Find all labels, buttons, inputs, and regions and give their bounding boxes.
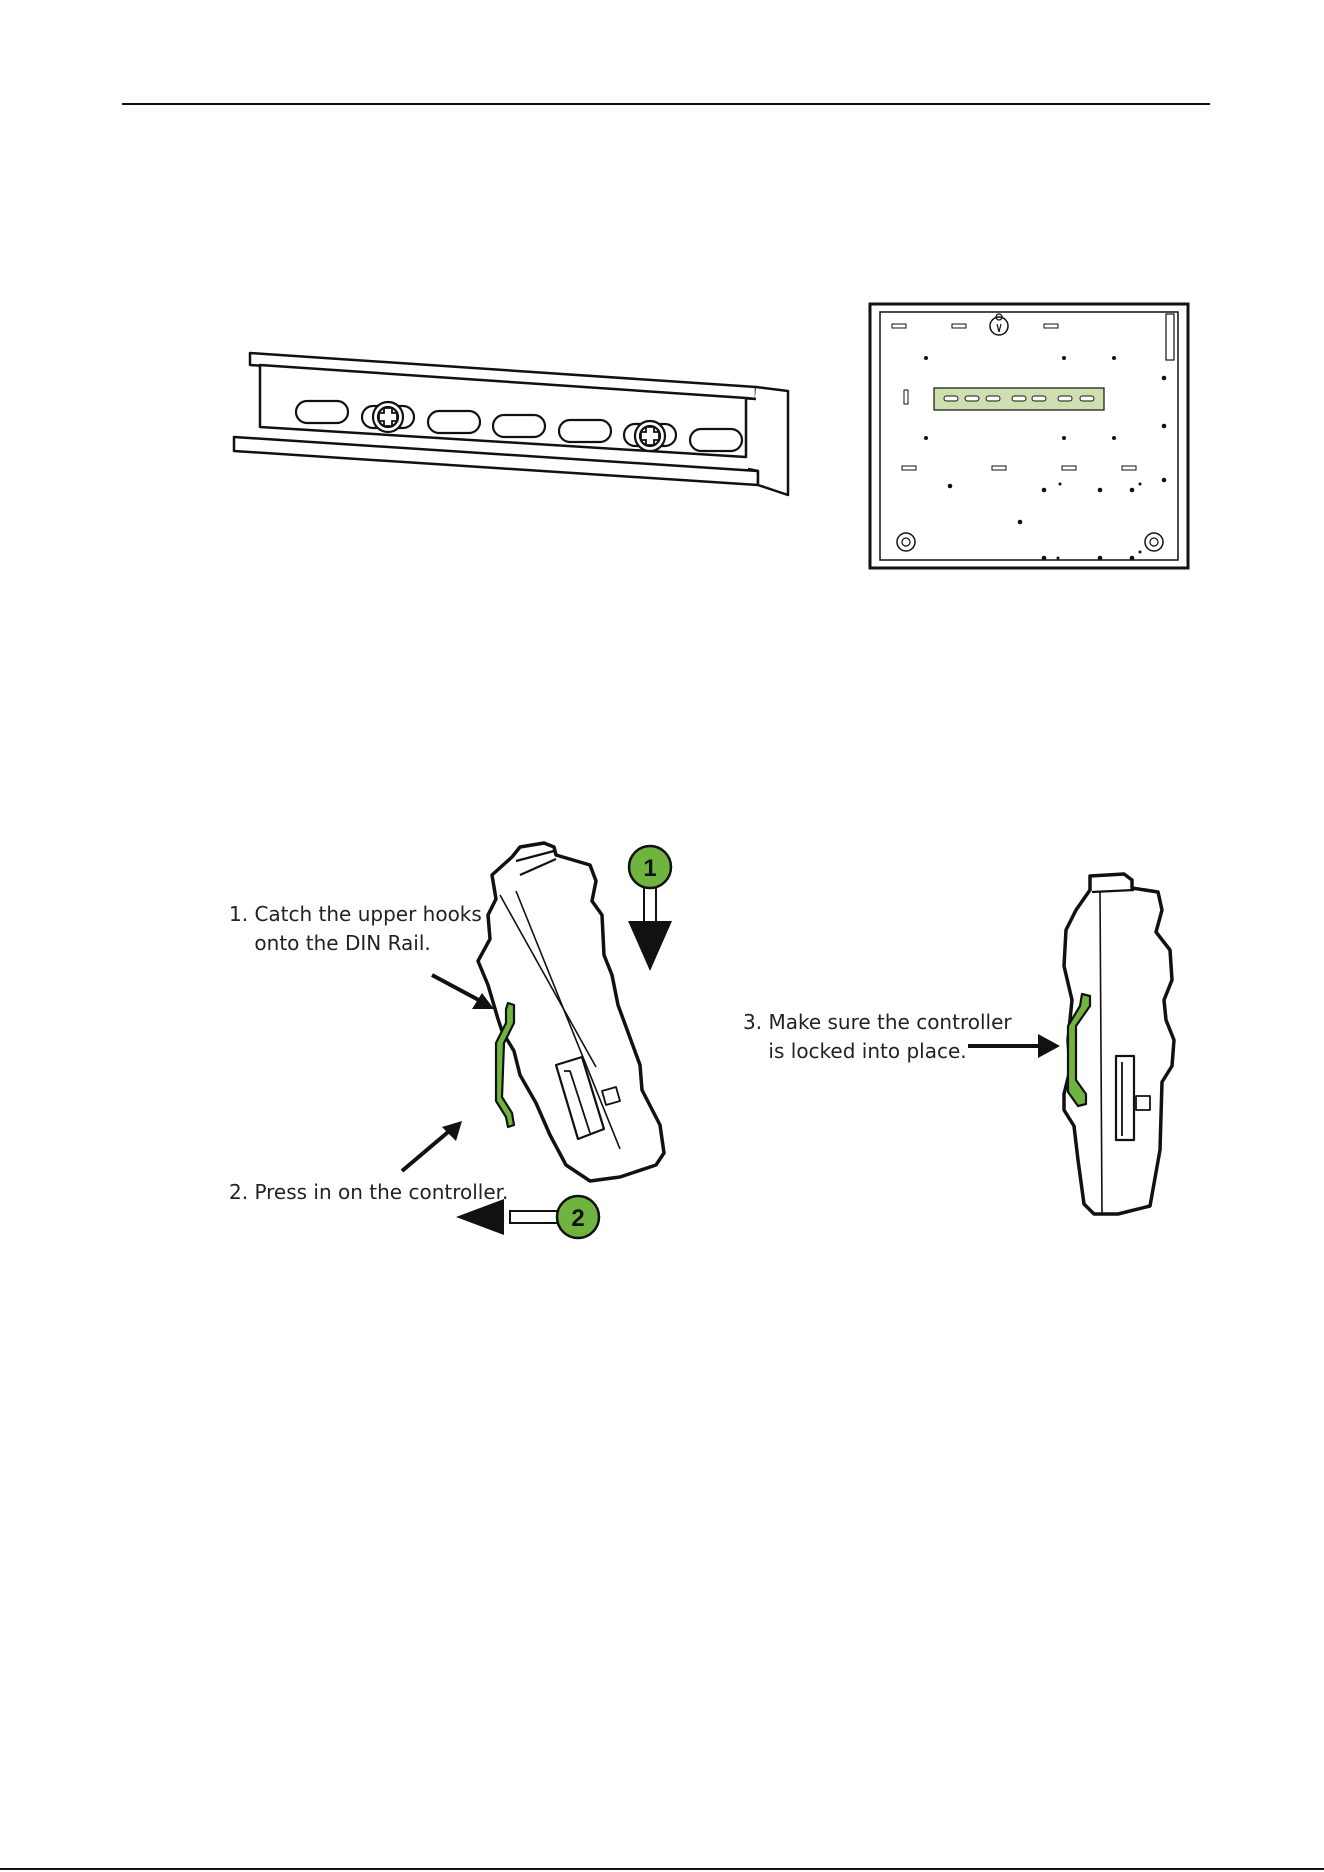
arrow-pointer-icon [402, 1121, 462, 1171]
screw-icon [373, 402, 403, 432]
step-three-caption: 3. Make sure the controller is locked in… [743, 1008, 1012, 1066]
step-two-caption: 2. Press in on the controller. [229, 1178, 508, 1207]
svg-text:1: 1 [643, 855, 656, 882]
screw-icon [635, 421, 665, 451]
header-rule [122, 103, 1210, 105]
step-one-badge-icon: 1 [628, 846, 672, 971]
enclosure-backplate-illustration [868, 302, 1190, 570]
footer-rule [0, 1868, 1324, 1870]
din-rail-illustration [228, 345, 798, 505]
step-one-caption: 1. Catch the upper hooks onto the DIN Ra… [229, 900, 482, 958]
svg-text:2: 2 [571, 1205, 584, 1232]
